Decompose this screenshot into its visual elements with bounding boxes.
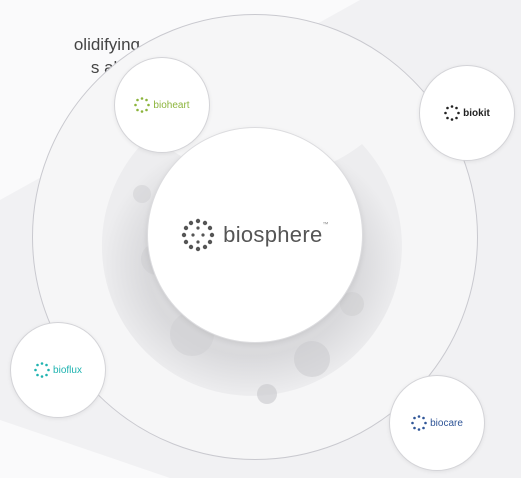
biokit-logo: biokit <box>444 105 490 121</box>
biokit-label: biokit <box>463 107 490 119</box>
bioflux-logo: bioflux <box>34 362 82 378</box>
biosphere-dots-icon <box>181 218 215 252</box>
biocare-logo: biocare <box>411 415 463 431</box>
bioflux-label: bioflux <box>53 364 82 376</box>
bioheart-label: bioheart <box>153 99 190 111</box>
biokit-dots-icon <box>444 105 460 121</box>
biosphere-hub[interactable]: biosphere™ <box>147 127 363 343</box>
intro-line-1: olidifying <box>73 35 140 54</box>
bioflux-badge[interactable]: bioflux <box>10 322 106 418</box>
biocare-badge[interactable]: biocare <box>389 375 485 471</box>
biosphere-logo: biosphere™ <box>181 218 329 252</box>
bioheart-logo: bioheart <box>134 97 190 113</box>
biokit-badge[interactable]: biokit <box>419 65 515 161</box>
biocare-dots-icon <box>411 415 427 431</box>
bioheart-badge[interactable]: bioheart <box>114 57 210 153</box>
biosphere-wordmark: biosphere™ <box>223 222 329 247</box>
bioheart-dots-icon <box>134 97 151 113</box>
biocare-label: biocare <box>430 417 463 429</box>
bioflux-dots-icon <box>34 362 50 378</box>
